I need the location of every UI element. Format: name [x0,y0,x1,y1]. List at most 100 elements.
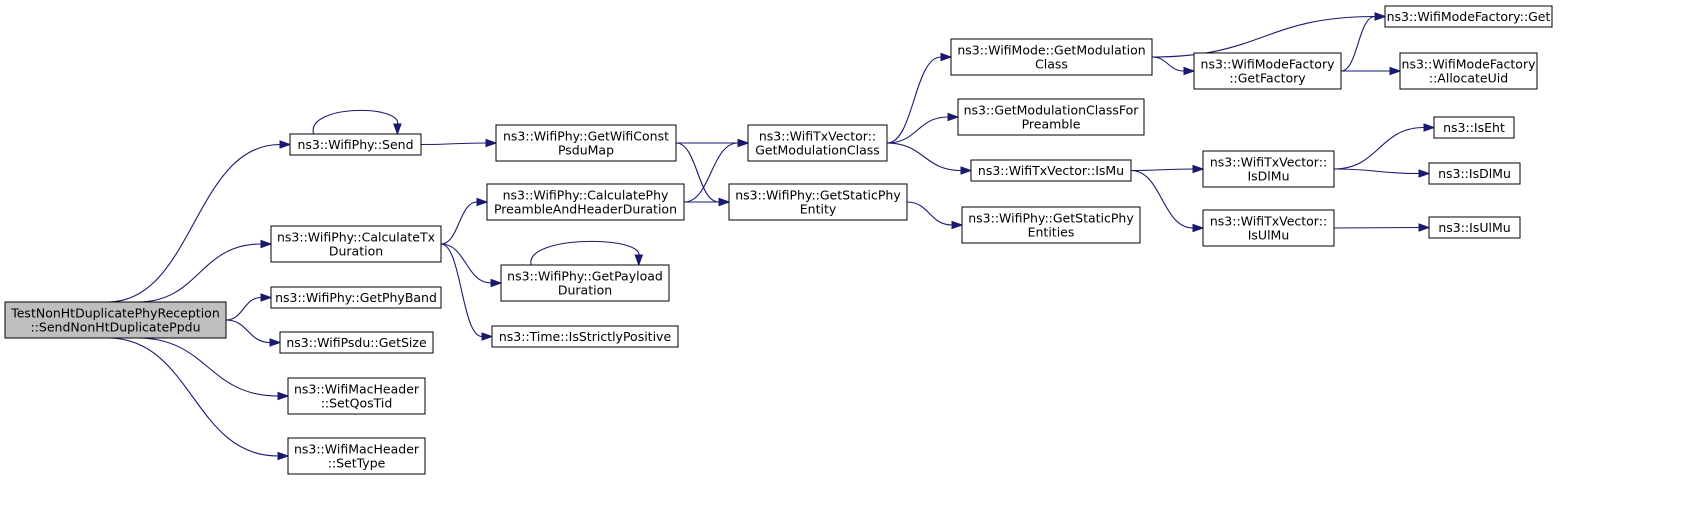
edge-arrowhead [1389,66,1402,76]
node-label: PreambleAndHeaderDuration [494,202,677,217]
node-label: ns3::WifiPhy::CalculatePhy [503,188,669,203]
edge-staticphy-to-staticents [906,201,964,230]
node-label: ::SendNonHtDuplicatePpdu [30,320,200,335]
edge-calctx-to-getpayload [440,243,503,288]
edge-layer [107,12,1436,461]
edge-calcpre-to-txgetmod [683,138,750,203]
node-label: ns3::WifiMacHeader [294,442,420,457]
edge-txgetmod-to-ismu [886,142,973,175]
node-label: ns3::WifiModeFactory [1201,57,1336,72]
node-label: ns3::IsUlMu [1438,220,1510,235]
node-box [270,225,442,263]
edge-line [107,337,279,457]
edge-line [107,143,281,303]
node-label: ns3::IsEht [1443,120,1505,135]
edge-ismu-to-isdlmu [1130,164,1205,174]
node-label: TestNonHtDuplicatePhyReception [10,306,220,321]
node-box [486,183,685,221]
edge-getpayload-to-getpayload [530,240,644,267]
edge-arrowhead [485,138,498,148]
edge-line [1333,168,1420,175]
node-label: Duration [558,283,612,298]
node-box [1428,216,1521,239]
edge-arrowhead [279,140,292,149]
edge-line [420,142,487,146]
node-label: GetModulationClass [755,143,880,158]
edge-line [1333,126,1425,170]
edge-arrowhead [277,451,290,461]
node-getphyband[interactable]: ns3::WifiPhy::GetPhyBand [270,286,442,309]
node-ismu[interactable]: ns3::WifiTxVector::IsMu [970,159,1132,182]
node-box [961,206,1141,244]
edge-arrowhead [260,239,273,249]
edge-line [1130,168,1194,172]
node-box [491,325,679,348]
node-label: ::GetFactory [1229,71,1306,86]
edge-line [440,243,492,284]
node-txgetmod[interactable]: ns3::WifiTxVector::GetModulationClass [747,124,888,162]
edge-line [225,319,271,344]
edge-calcpre-to-staticphy [683,197,731,207]
node-settype[interactable]: ns3::WifiMacHeader::SetType [287,437,426,475]
edge-arrowhead [1192,223,1205,233]
edge-arrowhead [960,166,973,175]
node-getfactory[interactable]: ns3::WifiModeFactory::GetFactory [1193,52,1342,90]
node-box [1384,5,1553,28]
node-label: ns3::WifiTxVector:: [1210,155,1327,170]
node-label: IsUlMu [1248,228,1290,243]
node-label: IsDlMu [1247,169,1289,184]
node-factget[interactable]: ns3::WifiModeFactory::Get [1384,5,1553,28]
node-strictly[interactable]: ns3::Time::IsStrictlyPositive [491,325,679,348]
node-label: ns3::WifiPhy::GetPhyBand [275,290,437,305]
node-layer: TestNonHtDuplicatePhyReception::SendNonH… [4,5,1553,475]
edge-isdlmu-to-isdlmu2 [1333,168,1431,178]
node-isulmu2[interactable]: ns3::IsUlMu [1428,216,1521,239]
edge-getfactory-to-factget [1340,12,1387,72]
node-label: Entities [1028,225,1075,240]
edge-calctx-to-calcpre [440,197,489,245]
node-isulmu[interactable]: ns3::WifiTxVector::IsUlMu [1202,209,1335,247]
node-label: ns3::WifiPhy::GetWifiConst [503,129,669,144]
node-getsize[interactable]: ns3::WifiPsdu::GetSize [279,331,434,354]
edge-root-to-settype [107,337,290,461]
node-box [279,331,434,354]
node-label: Preamble [1022,117,1081,132]
node-label: ns3::GetModulationClassFor [964,103,1140,118]
node-label: ns3::WifiPhy::GetStaticPhy [968,211,1134,226]
node-box [289,133,422,156]
node-root[interactable]: TestNonHtDuplicatePhyReception::SendNonH… [4,301,227,339]
node-alloc[interactable]: ns3::WifiModeFactory::AllocateUid [1399,52,1538,90]
node-isdlmu2[interactable]: ns3::IsDlMu [1428,162,1521,185]
edge-line [440,201,478,245]
node-label: ns3::WifiPhy::GetStaticPhy [735,188,901,203]
edge-line [906,201,953,226]
node-box [950,38,1153,76]
node-label: ns3::WifiTxVector:: [759,129,876,144]
node-box [957,98,1145,136]
node-label: ns3::Time::IsStrictlyPositive [499,329,672,344]
edge-line [137,337,279,397]
node-label: ns3::WifiPhy::CalculateTx [277,230,435,245]
node-setqos[interactable]: ns3::WifiMacHeader::SetQosTid [287,377,426,415]
edge-isdlmu-to-iseht [1333,123,1436,170]
node-send[interactable]: ns3::WifiPhy::Send [289,133,422,156]
node-iseht[interactable]: ns3::IsEht [1433,116,1515,139]
edge-ismu-to-isulmu [1130,169,1205,233]
node-calcpre[interactable]: ns3::WifiPhy::CalculatePhyPreambleAndHea… [486,183,685,221]
edge-line [886,142,962,172]
edge-txgetmod-to-getmodpre [886,112,960,144]
node-box [287,437,426,475]
node-modegetmod[interactable]: ns3::WifiMode::GetModulationClass [950,38,1153,76]
edge-line [440,243,483,338]
node-box [728,183,908,221]
edge-line [1130,169,1194,229]
node-isdlmu[interactable]: ns3::WifiTxVector::IsDlMu [1202,150,1335,188]
edge-line [886,56,942,144]
